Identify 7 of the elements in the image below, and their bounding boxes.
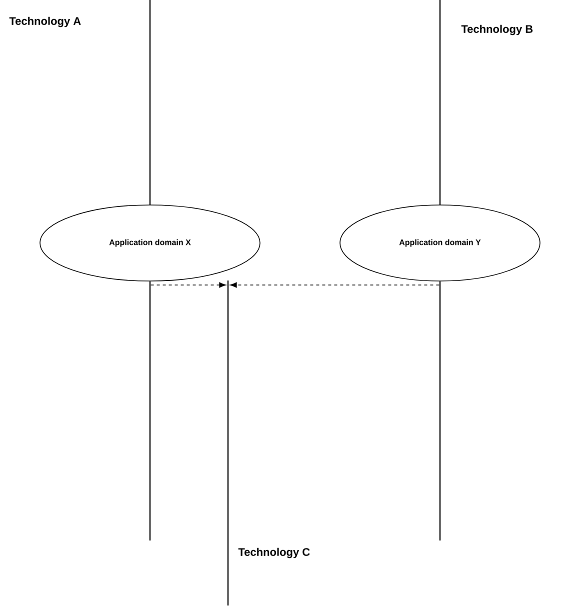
technology-line [439, 282, 441, 540]
technology-label: Technology C [238, 548, 310, 558]
technology-label: Technology A [9, 16, 81, 28]
arrow [230, 282, 440, 288]
technology-line [149, 282, 151, 540]
technology-label: Technology B [461, 24, 533, 36]
arrow [150, 282, 226, 288]
